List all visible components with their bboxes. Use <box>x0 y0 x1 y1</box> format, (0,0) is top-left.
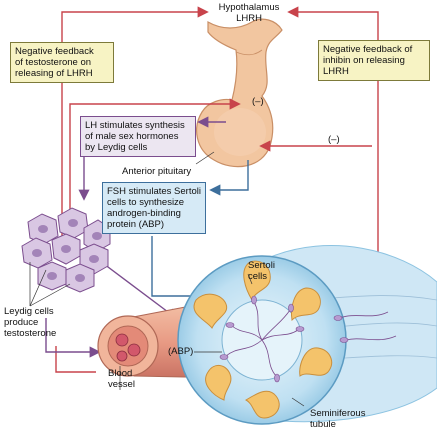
hypothalamus-title: Hypothalamus <box>218 2 280 13</box>
pituitary-inhibition-mark: (–) <box>252 96 264 107</box>
leydig-nuclei <box>32 219 102 282</box>
feedback-arrows <box>55 6 379 373</box>
inhibin-feedback-box: Negative feedback of inhibin on releasin… <box>318 40 430 81</box>
fsh-arrows <box>151 160 249 302</box>
inhibin-inhibition-mark: (–) <box>328 134 340 145</box>
sertoli-cells-label: Sertoli cells <box>248 260 275 282</box>
leydig-pointer-lines <box>29 262 71 307</box>
blood-vessel-label: Blood vessel <box>108 368 135 390</box>
leydig-cell-cluster <box>21 207 111 293</box>
sperm-tails <box>225 301 397 377</box>
leydig-cells-label: Leydig cells produce testosterone <box>4 306 57 339</box>
testosterone-feedback-box: Negative feedback of testosterone on rel… <box>10 42 114 83</box>
abp-label: (ABP) <box>168 346 194 357</box>
lh-effect-box: LH stimulates synthesis of male sex horm… <box>80 116 196 157</box>
sperm-heads <box>219 295 349 383</box>
hypothalamus-label: Hypothalamus LHRH <box>214 2 284 24</box>
hypothalamus-pituitary-shape <box>196 18 283 168</box>
lhrh-label: LHRH <box>236 13 262 24</box>
seminiferous-tubule-label: Seminiferous tubule <box>310 408 366 430</box>
sertoli-cells <box>193 260 333 419</box>
fsh-effect-box: FSH stimulates Sertoli cells to synthesi… <box>102 182 206 234</box>
label-pointers <box>194 151 305 407</box>
anterior-pituitary-label: Anterior pituitary <box>122 166 192 177</box>
seminiferous-tubule <box>177 245 437 425</box>
